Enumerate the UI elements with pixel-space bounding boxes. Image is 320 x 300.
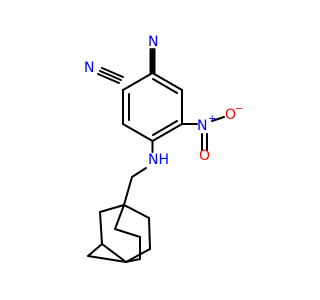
- bond-adam-6: [114, 228, 141, 238]
- bond-amine-ch2: [131, 167, 147, 178]
- atom-nitro-n: N: [197, 118, 207, 134]
- bond-ring-1: [151, 72, 183, 91]
- bond-nitrile-left-2: [97, 73, 120, 84]
- bond-nitro-o-right: [211, 116, 225, 122]
- atom-nitro-o-right: O: [225, 107, 236, 123]
- bond-nitrile-left-1: [99, 70, 122, 81]
- atom-nitro-o-bottom: O: [199, 148, 210, 164]
- structure-canvas: N N N + O − O NH: [84, 34, 243, 263]
- bond-nitrile-left-3: [101, 67, 124, 78]
- atom-labels: N N N + O − O NH: [84, 34, 243, 168]
- bond-adam-3: [114, 204, 125, 230]
- atom-nitro-n-charge: +: [208, 114, 216, 125]
- bond-ch2-adamantyl: [123, 176, 133, 206]
- bond-ring-6: [122, 72, 154, 91]
- bond-ring-1b: [152, 78, 178, 94]
- bond-adam-5: [148, 217, 151, 250]
- bond-ring-4: [122, 123, 154, 142]
- bond-adam-8: [101, 243, 127, 263]
- bond-adam-11: [125, 248, 151, 263]
- atom-nitrile-n-top: N: [148, 34, 158, 50]
- atom-amine-nh: NH: [148, 152, 169, 168]
- bond-adam-7: [87, 243, 103, 257]
- bond-ring-3b: [152, 120, 178, 136]
- molecule-drawing: N N N + O − O NH: [84, 34, 243, 263]
- bond-adam-12: [87, 255, 127, 263]
- atom-nitro-o-right-charge: −: [235, 104, 243, 115]
- bond-adam-1: [99, 204, 125, 213]
- bond-adam-4: [99, 211, 103, 245]
- bond-ring-3: [151, 123, 183, 142]
- atom-nitrile-n-left: N: [84, 60, 94, 76]
- bonds: [87, 48, 225, 263]
- bond-adam-2: [123, 204, 150, 219]
